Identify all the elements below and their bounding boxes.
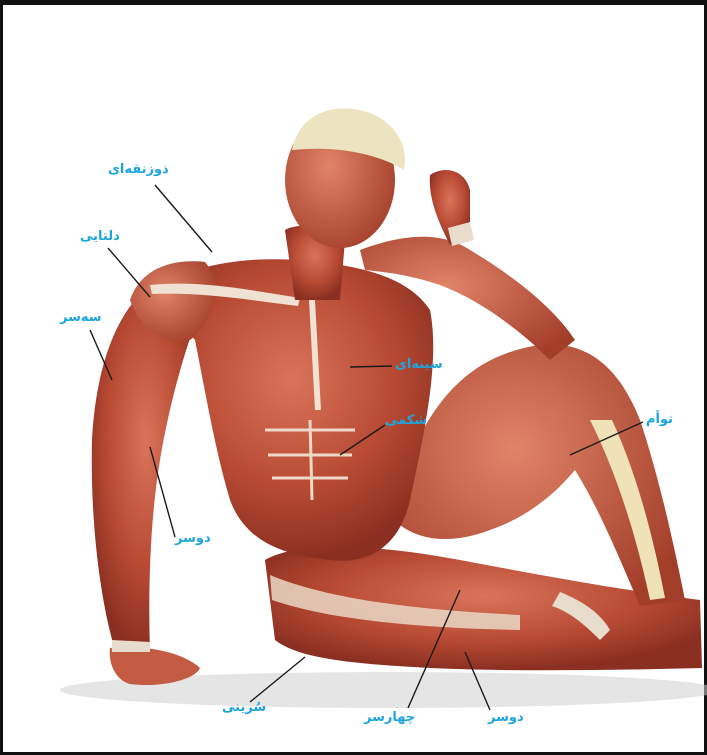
leader-pectoral [350, 366, 392, 367]
leader-abdominal [340, 425, 385, 455]
label-pectoral: سینه‌ای [395, 357, 443, 372]
label-abdominal: شکمی [385, 413, 427, 428]
label-trapezius: ذوزنقه‌ای [108, 162, 169, 177]
label-biceps: دوسر [175, 531, 211, 546]
leader-biceps [150, 447, 175, 537]
label-triceps: سه‌سر [60, 310, 102, 325]
label-gastrocnemius: توأم [646, 412, 673, 427]
leader-hamstring [465, 652, 490, 710]
label-deltoid: دلتایی [80, 229, 120, 244]
label-gluteus: سُرینی [222, 700, 266, 715]
label-hamstring: دوسر [488, 710, 524, 725]
leader-quadriceps [408, 590, 460, 708]
leader-gastrocnemius [570, 422, 643, 455]
leader-triceps [90, 330, 112, 380]
label-quadriceps: چهارسر [364, 710, 415, 725]
leader-gluteus [250, 657, 305, 702]
leader-deltoid [108, 248, 150, 297]
leader-trapezius [155, 185, 212, 252]
